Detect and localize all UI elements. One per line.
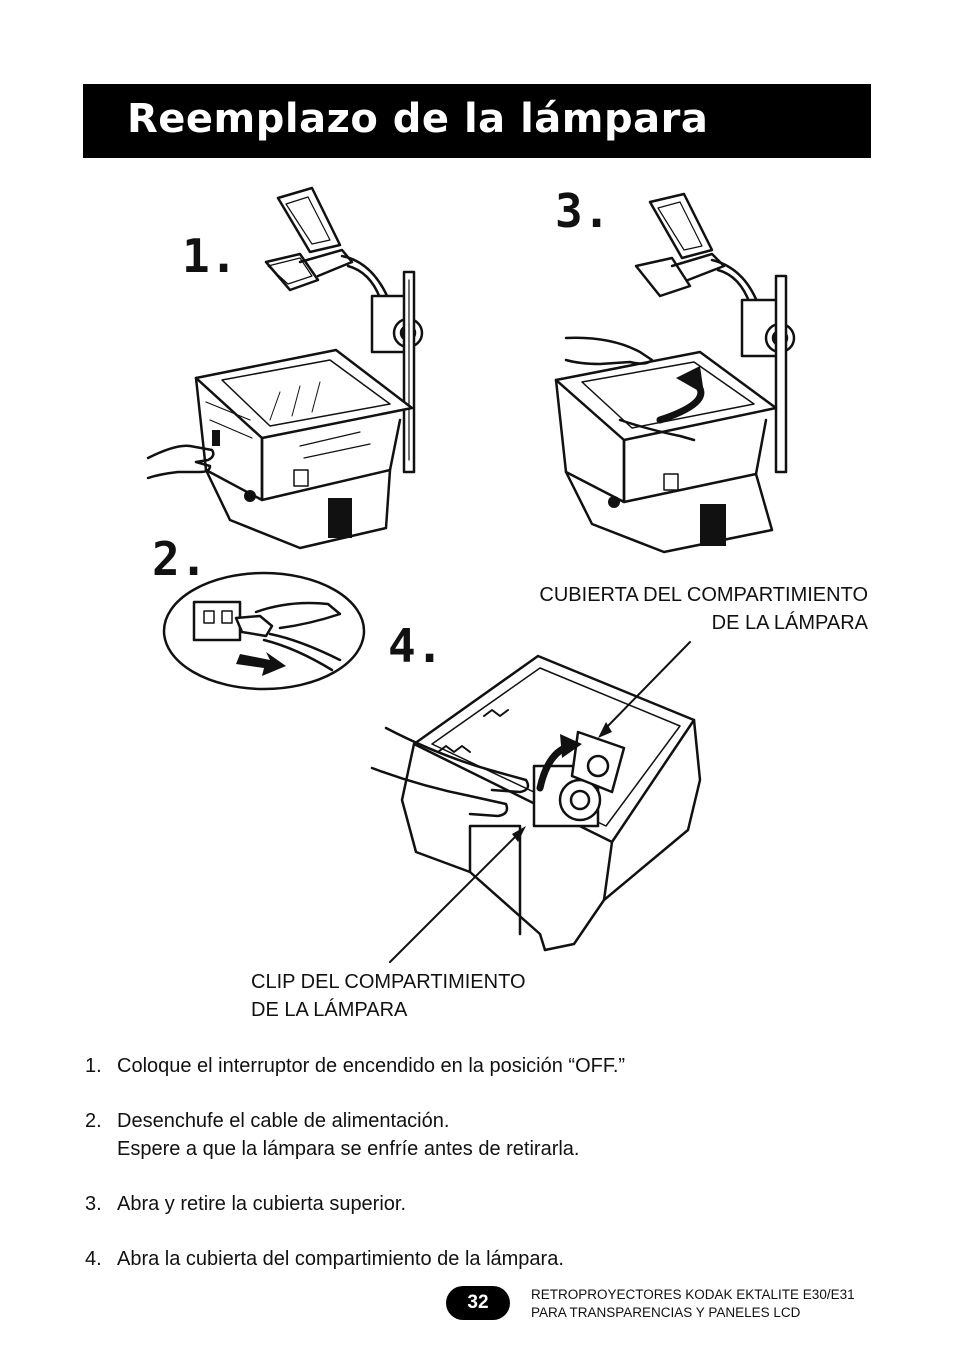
page-number-badge: 32 <box>446 1286 510 1320</box>
callout-lamp-compartment-cover: CUBIERTA DEL COMPARTIMIENTO DE LA LÁMPAR… <box>539 584 868 634</box>
page-title: Reemplazo de la lámpara <box>127 96 709 142</box>
footer-product-name: RETROPROYECTORES KODAK EKTALITE E30/E31 … <box>531 1287 855 1320</box>
step-marker-4: 4. <box>388 619 443 673</box>
list-item: 3. Abra y retire la cubierta superior. <box>85 1193 407 1215</box>
list-item: 2. Desenchufe el cable de alimentación. … <box>85 1110 580 1160</box>
projector-step-3 <box>554 192 796 554</box>
projector-step-1 <box>146 186 424 550</box>
callout-lamp-compartment-clip: CLIP DEL COMPARTIMIENTO DE LA LÁMPARA <box>251 971 526 1021</box>
unplug-illustration <box>162 571 366 691</box>
instruction-list: 1. Coloque el interruptor de encendido e… <box>85 1052 865 1300</box>
step-marker-2: 2. <box>152 532 207 586</box>
step-marker-1: 1. <box>182 229 237 283</box>
title-bar: Reemplazo de la lámpara <box>83 84 871 158</box>
list-item: 1. Coloque el interruptor de encendido e… <box>85 1055 626 1077</box>
list-item: 4. Abra la cubierta del compartimiento d… <box>85 1248 564 1270</box>
projector-step-4 <box>370 654 702 952</box>
callout-lines <box>389 641 691 963</box>
step-marker-3: 3. <box>555 184 610 238</box>
